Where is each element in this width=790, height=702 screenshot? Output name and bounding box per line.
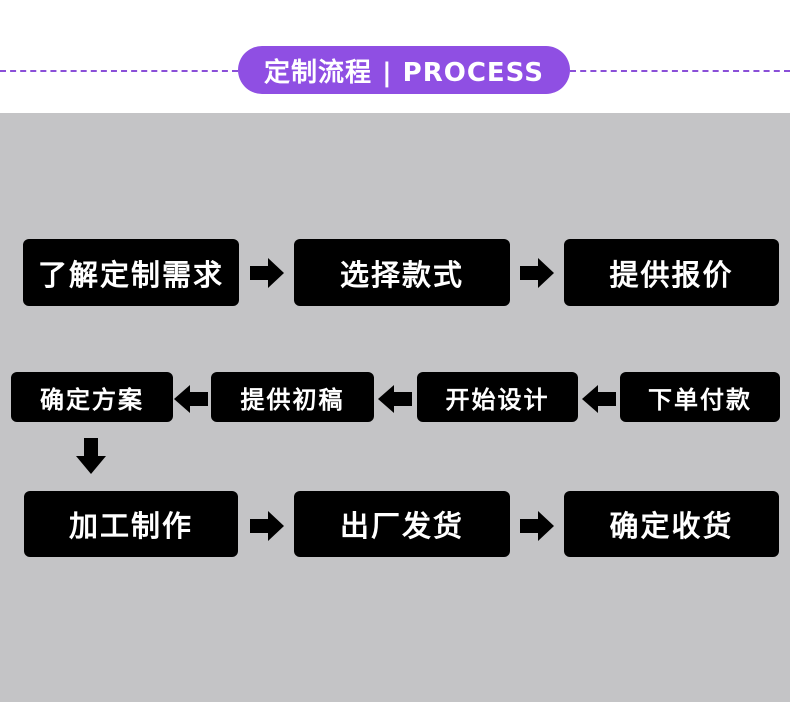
step-place-order: 下单付款: [620, 372, 780, 422]
arrow-left-icon: [582, 385, 616, 413]
arrow-right-icon: [250, 511, 284, 541]
arrow-down-icon: [76, 438, 106, 474]
header: 定制流程 | PROCESS: [0, 0, 790, 113]
step-provide-draft: 提供初稿: [211, 372, 374, 422]
arrow-right-icon: [520, 511, 554, 541]
step-choose-style: 选择款式: [294, 239, 510, 306]
arrow-left-icon: [378, 385, 412, 413]
step-understand-requirements: 了解定制需求: [23, 239, 239, 306]
arrow-right-icon: [520, 258, 554, 288]
step-start-design: 开始设计: [417, 372, 578, 422]
step-manufacturing: 加工制作: [24, 491, 238, 557]
step-confirm-receipt: 确定收货: [564, 491, 779, 557]
process-title-badge: 定制流程 | PROCESS: [238, 46, 570, 94]
left-dashed-divider: [0, 70, 238, 72]
process-panel: 了解定制需求 选择款式 提供报价 下单付款 开始设计 提供初稿 确定方案 加工制…: [0, 113, 790, 702]
step-shipping: 出厂发货: [294, 491, 510, 557]
step-confirm-plan: 确定方案: [11, 372, 173, 422]
right-dashed-divider: [570, 70, 790, 72]
step-provide-quote: 提供报价: [564, 239, 779, 306]
arrow-right-icon: [250, 258, 284, 288]
arrow-left-icon: [174, 385, 208, 413]
